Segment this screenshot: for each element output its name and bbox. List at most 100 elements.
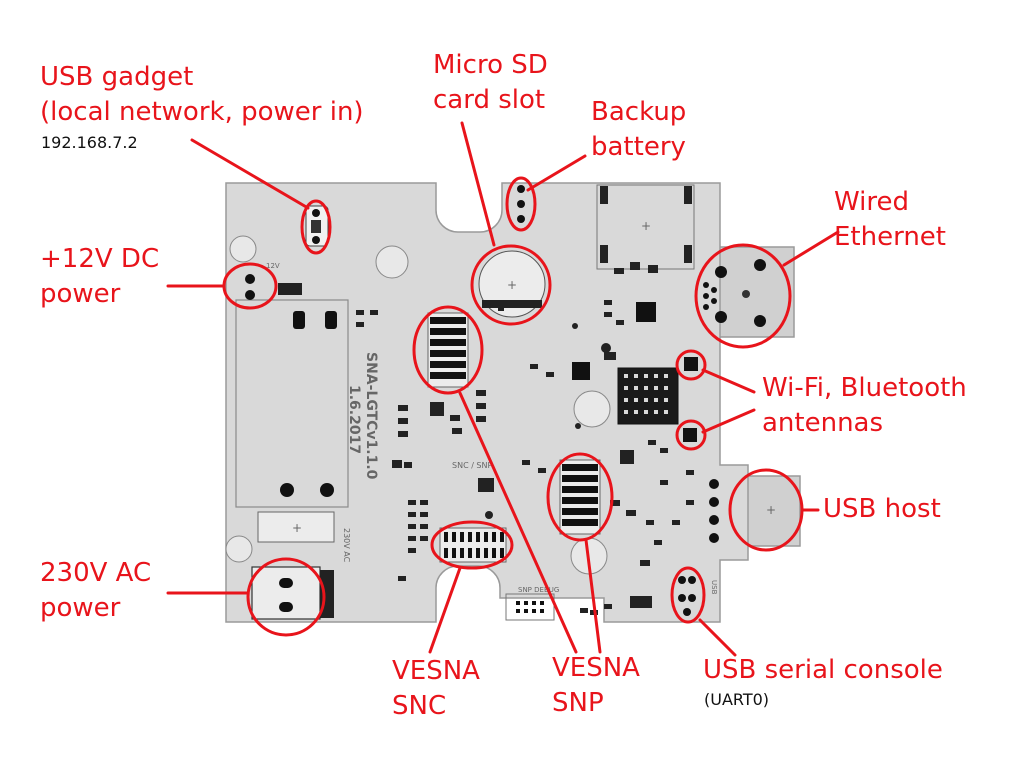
eth-pin	[703, 304, 709, 310]
label-backup-battery: Backup battery	[591, 95, 686, 165]
snp-debug-header	[505, 593, 555, 621]
silk-plus: +	[507, 278, 517, 292]
usb-gadget-pin	[312, 236, 320, 244]
highlight-bt-antenna	[675, 419, 707, 451]
battery-pin	[517, 200, 525, 208]
eth-pin	[703, 293, 709, 299]
usb-serial-pin	[688, 594, 696, 602]
highlight-wifi-antenna	[675, 349, 707, 381]
mount-hole	[573, 390, 611, 428]
eth-pin	[754, 259, 766, 271]
highlight-ethernet	[694, 243, 792, 349]
test-point	[572, 323, 578, 329]
silk-snc-snp: SNC / SNP	[452, 461, 492, 470]
mount-hole	[229, 235, 257, 263]
silk-230vac: 230V AC	[342, 528, 351, 563]
pad	[600, 186, 608, 204]
leader-backup-battery	[526, 154, 587, 192]
usb-host-pin	[709, 515, 719, 525]
eth-pin	[715, 311, 727, 323]
label-line: +12V DC	[40, 244, 160, 274]
label-line: antennas	[762, 408, 884, 438]
dc-diode	[278, 283, 302, 295]
usb-gadget-pin	[312, 209, 320, 217]
leader-vesna-snp-2	[584, 538, 602, 654]
silk-plus: +	[766, 503, 776, 517]
label-wifi-bt: Wi-Fi, Bluetooth antennas	[762, 371, 967, 441]
label-usb-serial-uart: (UART0)	[704, 690, 770, 709]
usb-host-pin	[709, 533, 719, 543]
leader-bt	[701, 408, 756, 434]
snc-pins	[430, 317, 466, 379]
usb-serial-pin	[688, 576, 696, 584]
label-line: USB serial console	[703, 655, 943, 685]
snp-pins	[562, 464, 598, 526]
label-line: power	[40, 593, 121, 623]
ac-pin	[279, 602, 293, 612]
silk-plus: +	[641, 219, 651, 233]
label-vesna-snp: VESNA SNP	[552, 651, 640, 721]
label-line: card slot	[433, 85, 546, 115]
test-point	[575, 423, 581, 429]
eth-pin	[715, 266, 727, 278]
leader-vesna-snc	[428, 566, 462, 654]
sd-pad	[482, 300, 542, 308]
pad	[684, 245, 692, 263]
silk-snp-debug: SNP DEBUG	[518, 586, 559, 594]
mount-hole	[375, 245, 409, 279]
dc-pin	[245, 274, 255, 284]
label-line: battery	[591, 132, 686, 162]
label-line: Wi-Fi, Bluetooth	[762, 373, 967, 403]
highlight-usb-gadget	[300, 199, 332, 255]
label-vesna-snc: VESNA SNC	[392, 654, 480, 724]
capacitor-outline	[257, 511, 335, 543]
snp-debug-pins	[516, 601, 544, 613]
silk-board-date: 1.6.2017	[346, 385, 362, 454]
snc-header-pins	[444, 532, 504, 558]
label-usb-serial: USB serial console	[703, 653, 943, 688]
snc-header-body	[439, 527, 507, 563]
eth-pin	[742, 290, 750, 298]
pad	[600, 245, 608, 263]
highlight-usb-serial	[670, 566, 706, 624]
label-wired-ethernet: Wired Ethernet	[834, 185, 946, 255]
label-ac-power: 230V AC power	[40, 556, 151, 626]
mount-hole	[225, 535, 253, 563]
antenna-bt	[683, 428, 697, 442]
silk-plus: +	[292, 521, 302, 535]
eth-pin	[754, 315, 766, 327]
usb-host-pin	[709, 479, 719, 489]
label-line: VESNA	[392, 656, 480, 686]
label-line: Micro SD	[433, 50, 548, 80]
callout-highlights	[222, 176, 804, 637]
leader-micro-sd	[460, 121, 496, 247]
label-line: USB host	[823, 494, 941, 524]
ac-pin	[279, 578, 293, 588]
battery-pin	[517, 215, 525, 223]
chip	[572, 362, 590, 380]
usb-serial-pin	[678, 576, 686, 584]
leader-vesna-snp-1	[458, 391, 578, 654]
label-line: power	[40, 279, 121, 309]
label-line: USB gadget	[40, 62, 194, 92]
eth-pin	[711, 287, 717, 293]
usb-host-pin	[709, 497, 719, 507]
label-line: Wired	[834, 187, 909, 217]
highlight-vesna-snc	[412, 305, 484, 395]
highlight-ac-power	[246, 557, 326, 637]
usb-gadget-pin	[311, 220, 321, 233]
highlight-snc-header	[430, 520, 514, 570]
label-line: Ethernet	[834, 222, 946, 252]
label-usb-gadget-ip: 192.168.7.2	[41, 133, 138, 152]
label-line: Backup	[591, 97, 687, 127]
label-line: (local network, power in)	[40, 97, 364, 127]
dc-pin	[245, 290, 255, 300]
pcb-board	[225, 182, 749, 623]
phy-chip	[636, 302, 656, 322]
relay-outline	[235, 299, 349, 508]
highlight-vesna-snp	[546, 452, 614, 542]
label-line: SNC	[392, 691, 447, 721]
label-dc-power: +12V DC power	[40, 242, 159, 312]
